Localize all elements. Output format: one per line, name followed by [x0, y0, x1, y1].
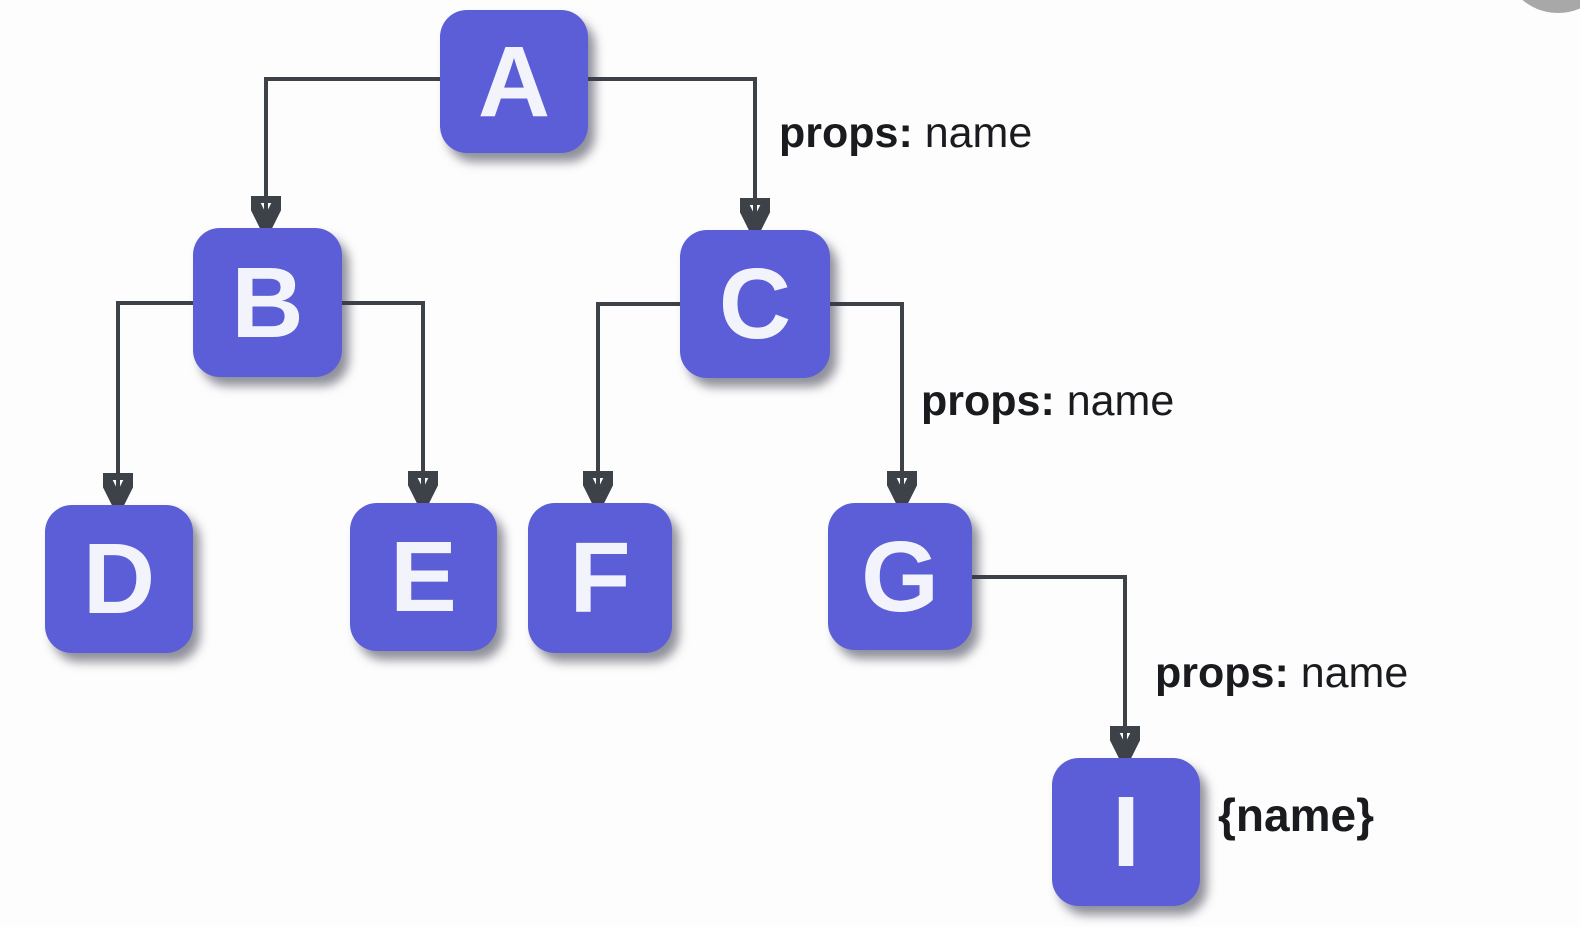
edge-label-g-i-value: name [1288, 649, 1409, 697]
node-c-label: C [718, 248, 792, 360]
node-a: A [440, 10, 588, 153]
node-d-label: D [82, 523, 156, 635]
edge-c-g [830, 302, 902, 499]
edge-g-i [972, 575, 1125, 754]
edge-label-c-g: props: name [921, 377, 1175, 425]
annotation-i-value: {name} [1218, 789, 1374, 841]
node-d: D [45, 505, 193, 653]
node-i-label: I [1112, 776, 1140, 888]
edge-b-e [342, 301, 423, 499]
edge-label-g-i-key: props: [1155, 649, 1289, 697]
node-b-label: B [231, 246, 304, 359]
edge-label-a-c-value: name [912, 109, 1033, 157]
node-e: E [350, 503, 497, 651]
node-g: G [828, 503, 972, 650]
node-i: I [1052, 758, 1200, 906]
node-a-label: A [477, 25, 551, 138]
edge-label-a-c-key: props: [779, 109, 913, 157]
edge-a-b [266, 77, 440, 224]
node-f: F [528, 503, 672, 653]
edge-label-a-c: props: name [779, 109, 1033, 157]
node-f-label: F [569, 522, 631, 634]
edge-c-f [598, 302, 680, 499]
node-b: B [193, 228, 342, 377]
node-e-label: E [390, 521, 457, 633]
edge-label-g-i: props: name [1155, 649, 1409, 697]
edge-b-d [118, 301, 193, 501]
node-c: C [680, 230, 830, 378]
edge-label-c-g-key: props: [921, 377, 1055, 425]
edge-label-c-g-value: name [1054, 377, 1175, 425]
edge-a-c [588, 77, 755, 226]
node-g-label: G [861, 520, 939, 633]
